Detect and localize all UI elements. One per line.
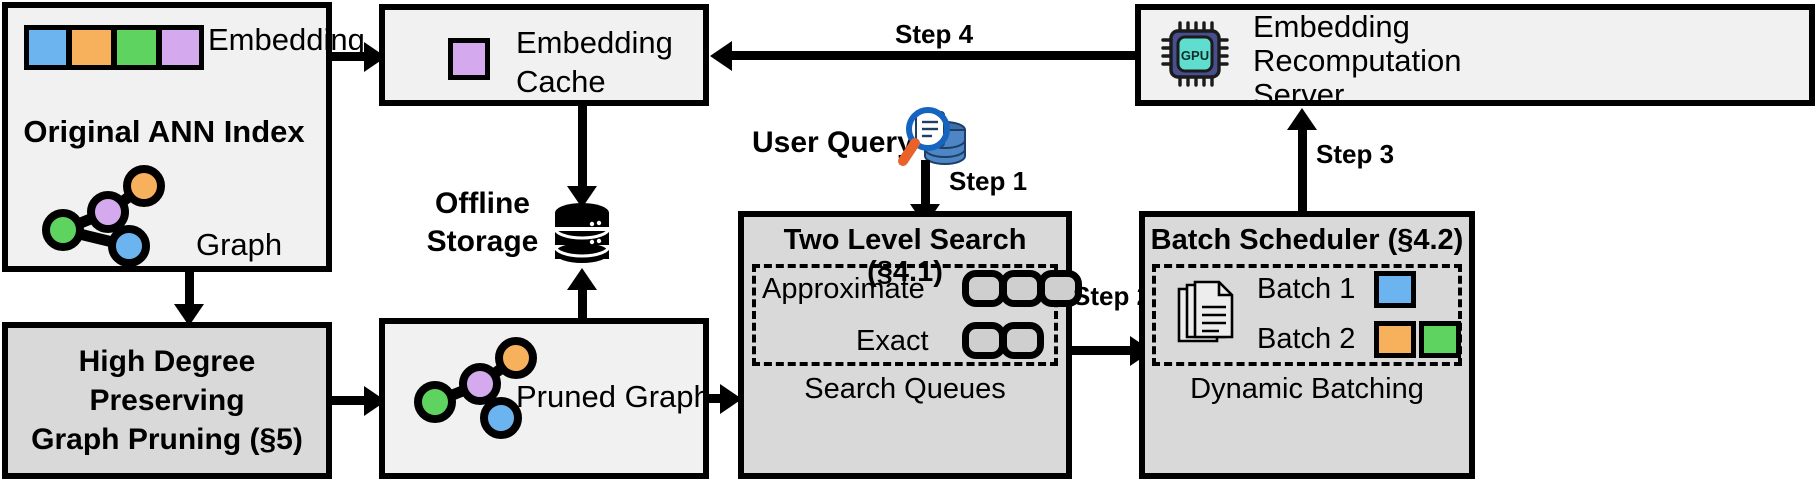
offline-storage-label: Offline Storage xyxy=(426,187,539,258)
batch-2-label: Batch 2 xyxy=(1257,323,1356,355)
arrow-step2-line xyxy=(1072,346,1148,355)
two-level-search-title: Two Level Search (§4.1) xyxy=(783,224,1027,289)
arrow-ann-to-pruning-head xyxy=(174,304,204,326)
offline-storage-database-icon xyxy=(553,202,611,264)
search-queues-dashed-region xyxy=(752,264,1058,366)
arrow-step4-line xyxy=(732,51,1135,60)
gpu-chip-icon: GPU xyxy=(1161,21,1229,87)
batch-documents-stack-icon xyxy=(1175,280,1235,347)
arrow-step1-line xyxy=(921,160,930,208)
user-query-label: User Query xyxy=(752,126,914,159)
dynamic-batching-footer: Dynamic Batching xyxy=(1190,373,1424,405)
arrow-step4-head xyxy=(710,41,732,71)
exact-row-label: Exact xyxy=(856,325,929,357)
graph-pruning-box xyxy=(2,322,332,479)
embedding-cache-title: Embedding Cache xyxy=(516,25,673,99)
original-ann-index-title: Original ANN Index xyxy=(23,114,305,149)
ann-index-graph-glyph xyxy=(36,165,171,267)
recomputation-server-title: Embedding Recomputation Server xyxy=(1253,9,1462,113)
embedding-cache-purple-square-icon xyxy=(448,38,490,80)
batch-1-label: Batch 1 xyxy=(1257,273,1356,305)
batch-1-swatch-blue xyxy=(1374,271,1416,308)
recomputation-server-box xyxy=(1135,4,1815,106)
pruned-graph-glyph xyxy=(408,337,543,439)
pruned-graph-label: Pruned Graph xyxy=(516,379,711,414)
step1-label: Step 1 xyxy=(949,166,1028,196)
arrow-prunedgraph-to-storage-head xyxy=(567,268,597,290)
embedding-swatch-orange xyxy=(69,25,114,70)
step4-label: Step 4 xyxy=(895,19,974,49)
embedding-swatch-purple xyxy=(159,25,204,70)
arrow-step3-line xyxy=(1298,128,1307,212)
embedding-cache-box xyxy=(379,4,709,106)
embedding-swatch-row xyxy=(24,25,204,70)
graph-label: Graph xyxy=(196,227,283,262)
gpu-chip-icon-text: GPU xyxy=(1181,48,1209,63)
batch-2-swatch-orange xyxy=(1374,321,1416,358)
approximate-queue-block-3 xyxy=(1038,270,1082,307)
arrow-cache-to-storage-line xyxy=(578,106,587,188)
exact-queue-block-2 xyxy=(1000,322,1044,359)
arrow-ann-to-cache-line xyxy=(332,52,366,61)
arrow-prunedgraph-to-search-head xyxy=(720,384,742,414)
user-query-magnifier-database-icon xyxy=(898,104,968,170)
dynamic-batching-dashed-region xyxy=(1152,264,1462,366)
approximate-row-label: Approximate xyxy=(762,273,925,305)
search-queues-footer: Search Queues xyxy=(804,373,1006,405)
batch-scheduler-title: Batch Scheduler (§4.2) xyxy=(1150,224,1464,256)
arrow-pruning-to-prunedgraph-line xyxy=(332,396,366,405)
embedding-label: Embedding xyxy=(208,22,365,57)
graph-pruning-title: High Degree Preserving Graph Pruning (§5… xyxy=(31,345,303,456)
arrow-step3-head xyxy=(1287,108,1317,130)
exact-queue-block-1 xyxy=(962,322,1006,359)
arrow-cache-to-storage-head xyxy=(567,186,597,208)
arrow-ann-to-pruning-line xyxy=(185,272,194,306)
embedding-swatch-blue xyxy=(24,25,69,70)
batch-2-swatch-green xyxy=(1419,321,1461,358)
step3-label: Step 3 xyxy=(1316,139,1395,169)
embedding-swatch-green xyxy=(114,25,159,70)
